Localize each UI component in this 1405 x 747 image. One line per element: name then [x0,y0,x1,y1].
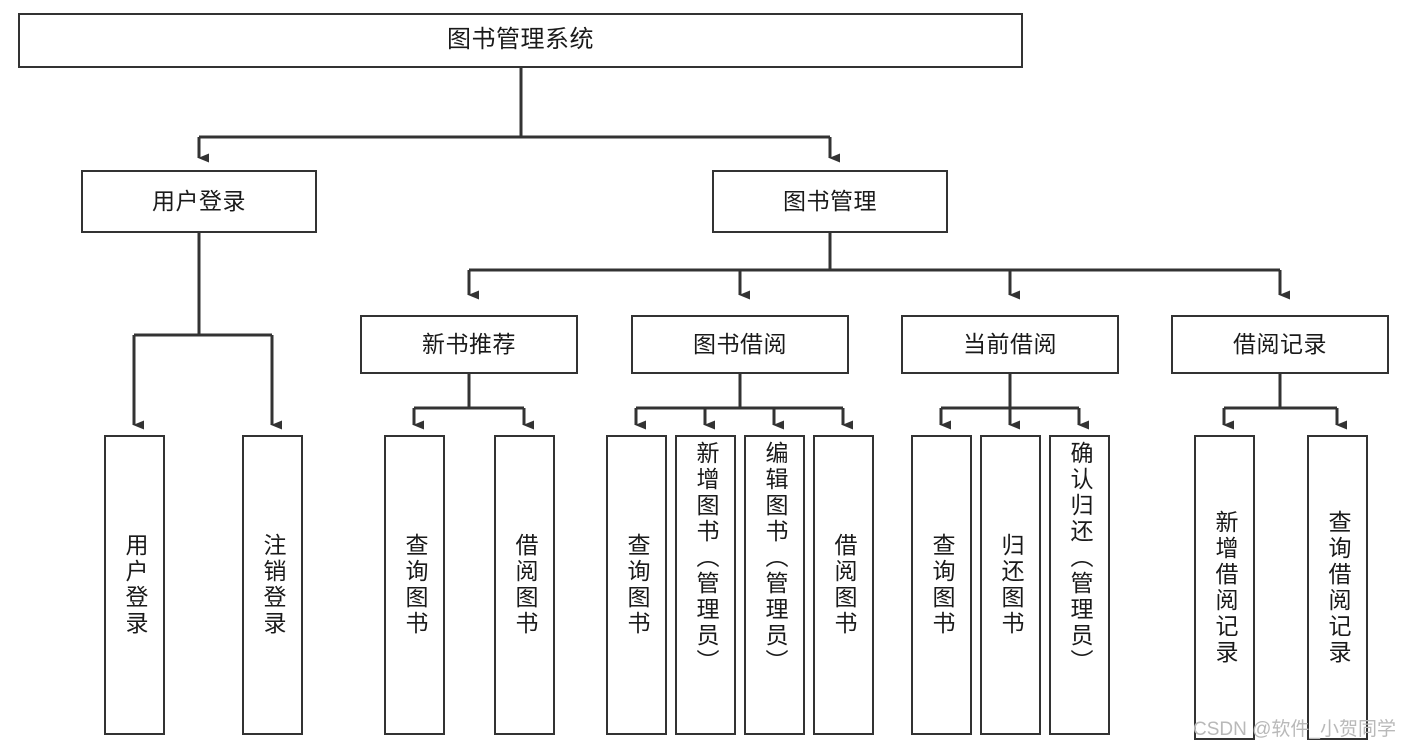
leaf-add-borrow-record[interactable]: 新增借阅记录 [1194,435,1255,740]
leaf-borrow-book-borrow[interactable]: 借阅图书 [813,435,874,735]
node-label: 新增借阅记录 [1212,509,1238,666]
node-label: 查询图书 [624,533,650,637]
node-current-borrow[interactable]: 当前借阅 [901,315,1119,374]
node-label: 借阅图书 [831,533,857,637]
leaf-logout-login[interactable]: 注销登录 [242,435,303,735]
node-label: 当前借阅 [963,330,1057,357]
node-user-login[interactable]: 用户登录 [81,170,317,233]
node-label: 图书借阅 [693,330,787,357]
node-label: 查询图书 [929,533,955,637]
node-book-manage[interactable]: 图书管理 [712,170,948,233]
node-label: 查询借阅记录 [1325,509,1351,666]
leaf-edit-book-admin[interactable]: 编辑图书（管理员） [744,435,805,735]
leaf-user-login[interactable]: 用户登录 [104,435,165,735]
node-label: 新书推荐 [422,330,516,357]
leaf-query-book-current[interactable]: 查询图书 [911,435,972,735]
node-label: 注销登录 [260,533,286,637]
node-label: 查询图书 [402,533,428,637]
node-label: 归还图书 [998,533,1024,637]
leaf-query-borrow-record[interactable]: 查询借阅记录 [1307,435,1368,740]
node-book-borrow[interactable]: 图书借阅 [631,315,849,374]
node-borrow-record[interactable]: 借阅记录 [1171,315,1389,374]
node-new-book-recommend[interactable]: 新书推荐 [360,315,578,374]
node-label: 确认归还（管理员） [1067,441,1093,675]
node-root-library-management-system[interactable]: 图书管理系统 [18,13,1023,68]
node-label: 借阅记录 [1233,330,1327,357]
leaf-add-book-admin[interactable]: 新增图书（管理员） [675,435,736,735]
leaf-confirm-return-admin[interactable]: 确认归还（管理员） [1049,435,1110,735]
node-label: 借阅图书 [512,533,538,637]
node-label: 图书管理 [783,187,877,214]
leaf-borrow-book-recommend[interactable]: 借阅图书 [494,435,555,735]
node-label: 编辑图书（管理员） [762,441,788,675]
node-label: 新增图书（管理员） [693,441,719,675]
node-label: 用户登录 [122,533,148,637]
leaf-query-book-borrow[interactable]: 查询图书 [606,435,667,735]
node-label: 用户登录 [152,187,246,214]
node-label: 图书管理系统 [447,26,594,54]
leaf-query-book-recommend[interactable]: 查询图书 [384,435,445,735]
csdn-watermark: CSDN @软件_小贺同学 [1193,719,1396,740]
leaf-return-book[interactable]: 归还图书 [980,435,1041,735]
